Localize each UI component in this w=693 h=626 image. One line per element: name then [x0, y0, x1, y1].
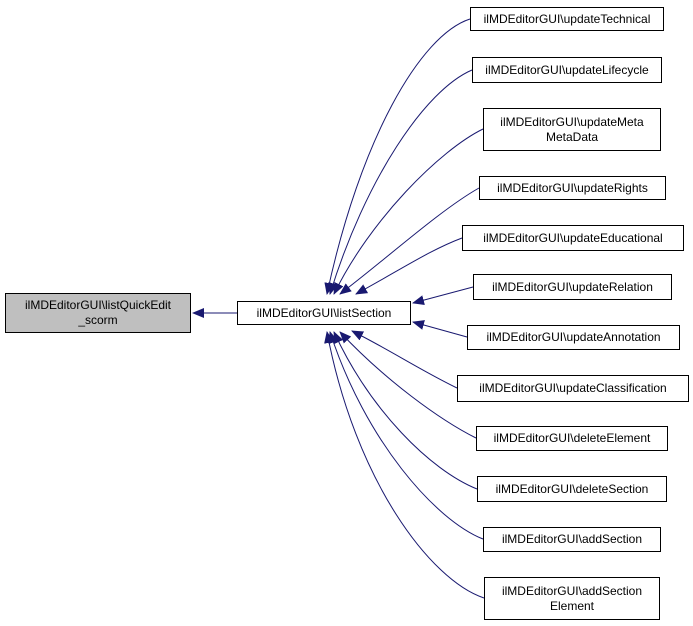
node-update-relation[interactable]: ilMDEditorGUI\updateRelation — [473, 274, 672, 300]
node-label: ilMDEditorGUI\updateLifecycle — [485, 62, 649, 77]
node-label: ilMDEditorGUI\addSection — [501, 532, 643, 546]
node-delete-element[interactable]: ilMDEditorGUI\deleteElement — [476, 426, 668, 451]
node-label: ilMDEditorGUI\updateClassification — [479, 381, 667, 395]
node-label: ilMDEditorGUI\updateRights — [497, 180, 648, 195]
edge-update-relation — [412, 286, 474, 305]
edge-add-section — [328, 331, 484, 540]
edge-update-technical — [324, 18, 471, 295]
node-label: ilMDEditorGUI\listSection — [256, 305, 392, 320]
node-delete-section[interactable]: ilMDEditorGUI\deleteSection — [477, 476, 667, 502]
node-label: ilMDEditorGUI\updateMeta — [500, 114, 644, 129]
node-update-technical[interactable]: ilMDEditorGUI\updateTechnical — [470, 7, 664, 31]
node-add-section-element[interactable]: ilMDEditorGUI\addSection Element — [484, 577, 660, 620]
edge-delete-element — [339, 331, 477, 439]
node-label: _scorm — [78, 313, 118, 327]
node-label: ilMDEditorGUI\updateEducational — [483, 230, 663, 245]
node-label: ilMDEditorGUI\addSection — [501, 583, 643, 598]
edge-update-educational — [355, 237, 463, 295]
edge-update-lifecycle — [328, 69, 473, 295]
edge-add-section-element — [324, 331, 485, 599]
node-label: ilMDEditorGUI\updateRelation — [492, 279, 653, 294]
node-list-section[interactable]: ilMDEditorGUI\listSection — [237, 301, 411, 325]
edge-update-classification — [351, 330, 458, 389]
node-update-lifecycle[interactable]: ilMDEditorGUI\updateLifecycle — [472, 57, 662, 83]
node-add-section[interactable]: ilMDEditorGUI\addSection — [483, 527, 661, 552]
node-label: Element — [549, 598, 595, 613]
edge-update-annotation — [412, 320, 468, 338]
node-list-quick-edit-scorm[interactable]: ilMDEditorGUI\listQuickEdit _scorm — [5, 293, 191, 333]
node-update-classification[interactable]: ilMDEditorGUI\updateClassification — [457, 375, 689, 402]
edge-update-meta — [333, 128, 484, 295]
edge-delete-section — [333, 331, 478, 490]
node-label: ilMDEditorGUI\deleteElement — [493, 431, 651, 445]
node-label: ilMDEditorGUI\listQuickEdit — [24, 298, 172, 312]
node-label: MetaData — [545, 129, 599, 144]
edge-update-rights — [339, 187, 480, 295]
node-label: ilMDEditorGUI\updateAnnotation — [486, 330, 661, 344]
node-label: ilMDEditorGUI\deleteSection — [495, 481, 649, 496]
node-update-rights[interactable]: ilMDEditorGUI\updateRights — [479, 176, 666, 200]
node-update-annotation[interactable]: ilMDEditorGUI\updateAnnotation — [467, 325, 680, 350]
node-update-meta-metadata[interactable]: ilMDEditorGUI\updateMeta MetaData — [483, 108, 661, 151]
node-label: ilMDEditorGUI\updateTechnical — [483, 11, 651, 26]
node-update-educational[interactable]: ilMDEditorGUI\updateEducational — [462, 225, 684, 251]
